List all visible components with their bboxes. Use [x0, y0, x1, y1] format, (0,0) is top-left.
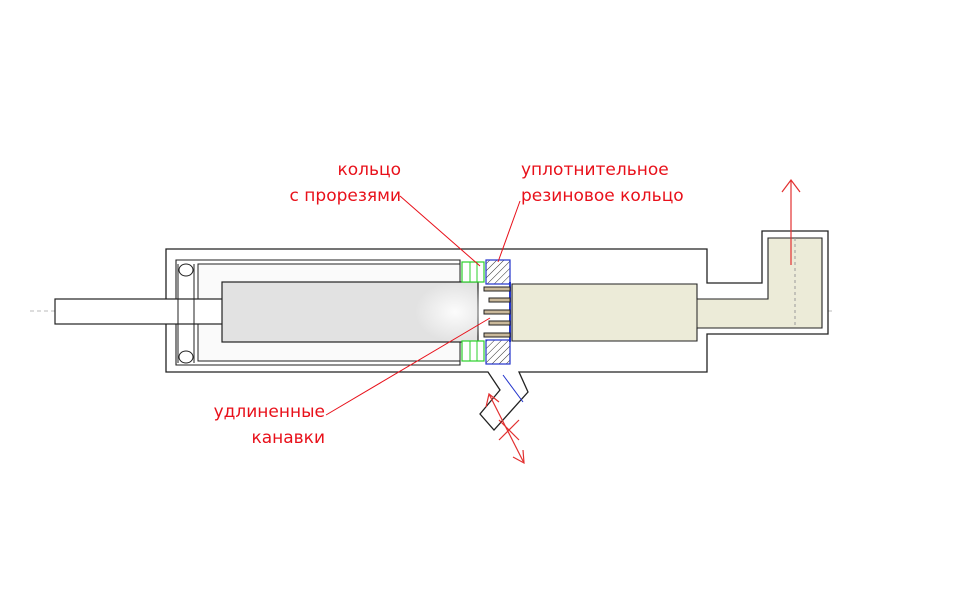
- label-slotted-ring: кольцо с прорезями: [290, 157, 401, 209]
- slotted-ring-lower: [461, 340, 485, 362]
- label-slotted-ring-line1: кольцо: [337, 160, 401, 180]
- rubber-seal-bottom: [485, 339, 511, 365]
- leader-lines: [325, 195, 521, 416]
- label-rubber-seal: уплотнительное резиновое кольцо: [521, 157, 684, 209]
- cap-seal-bottom: [178, 350, 194, 364]
- cap-seal-top: [178, 263, 194, 277]
- arrow-up-icon: [781, 179, 801, 265]
- label-long-grooves-line2: канавки: [251, 428, 325, 448]
- label-slotted-ring-line2: с прорезями: [289, 186, 401, 206]
- slotted-ring: [461, 261, 485, 283]
- grooves: [483, 286, 511, 338]
- label-long-grooves: удлиненные канавки: [214, 399, 325, 451]
- fluid-chamber: [511, 237, 823, 342]
- cross-icon: [498, 419, 520, 441]
- arrow-diagonal-icon: [485, 392, 525, 465]
- label-rubber-seal-line1: уплотнительное: [521, 160, 669, 180]
- label-long-grooves-line1: удлиненные: [213, 402, 325, 422]
- piston-rod: [54, 298, 226, 325]
- rubber-seal-top: [485, 259, 511, 285]
- label-rubber-seal-line2: резиновое кольцо: [521, 186, 684, 206]
